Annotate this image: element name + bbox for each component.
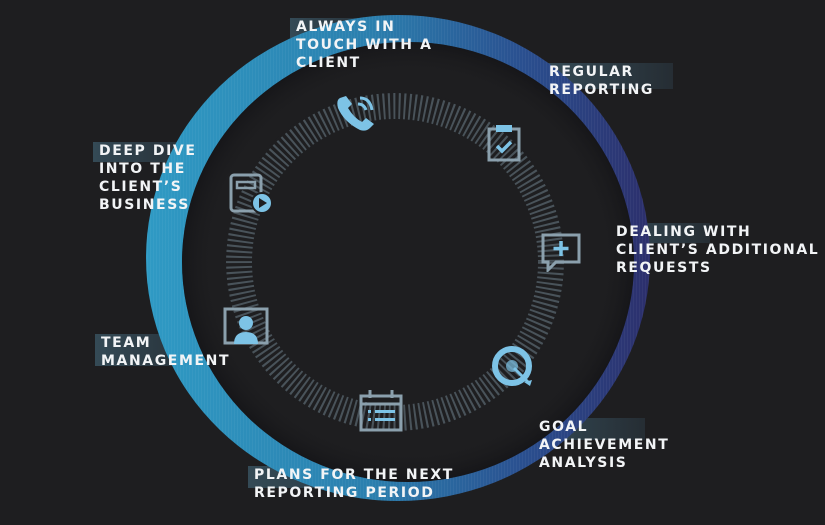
document-play-icon: [229, 173, 273, 214]
phone-icon: [337, 96, 374, 131]
target-icon: [492, 346, 532, 386]
presentation-user-icon: [223, 307, 269, 345]
step-label-plans-next-period: PLANS FOR THE NEXT REPORTING PERIOD: [248, 466, 460, 502]
step-label-regular-reporting: REGULAR REPORTING: [543, 63, 673, 99]
chat-plus-icon: [541, 233, 581, 272]
step-label-dealing-requests: DEALING WITH CLIENT’S ADDITIONAL REQUEST…: [610, 223, 825, 277]
step-label-team-management: TEAM MANAGEMENT: [95, 334, 236, 370]
step-label-deep-dive: DEEP DIVE INTO THE CLIENT’S BUSINESS: [93, 142, 203, 214]
step-label-always-in-touch: ALWAYS IN TOUCH WITH A CLIENT: [290, 18, 439, 72]
step-label-goal-analysis: GOAL ACHIEVEMENT ANALYSIS: [533, 418, 675, 472]
calendar-icon: [359, 390, 403, 432]
clipboard-check-icon: [487, 125, 521, 162]
